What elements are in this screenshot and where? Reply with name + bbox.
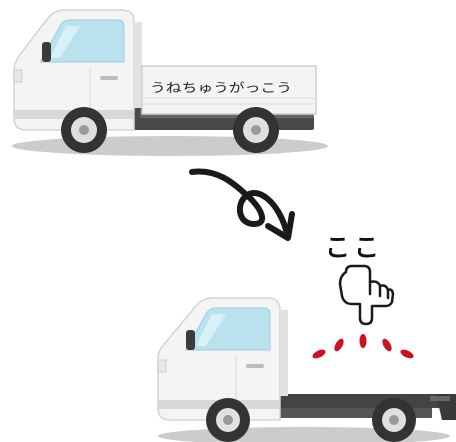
emphasis-marks	[312, 334, 414, 359]
pointing-hand-icon	[338, 264, 395, 326]
curly-arrow-icon	[189, 168, 295, 241]
top-truck-front-wheel	[61, 107, 107, 153]
bottom-truck	[157, 297, 456, 442]
here-label: ここ	[325, 233, 383, 262]
top-truck-side-label: うねちゅうがっこう	[150, 80, 292, 95]
top-truck: うねちゅうがっこう	[12, 9, 328, 156]
bottom-truck-rear-wheel	[372, 398, 416, 442]
top-truck-shadow	[12, 136, 328, 156]
top-truck-rear-wheel	[233, 107, 279, 153]
top-truck-cargo-board	[141, 65, 317, 115]
bottom-truck-front-wheel	[206, 398, 250, 442]
